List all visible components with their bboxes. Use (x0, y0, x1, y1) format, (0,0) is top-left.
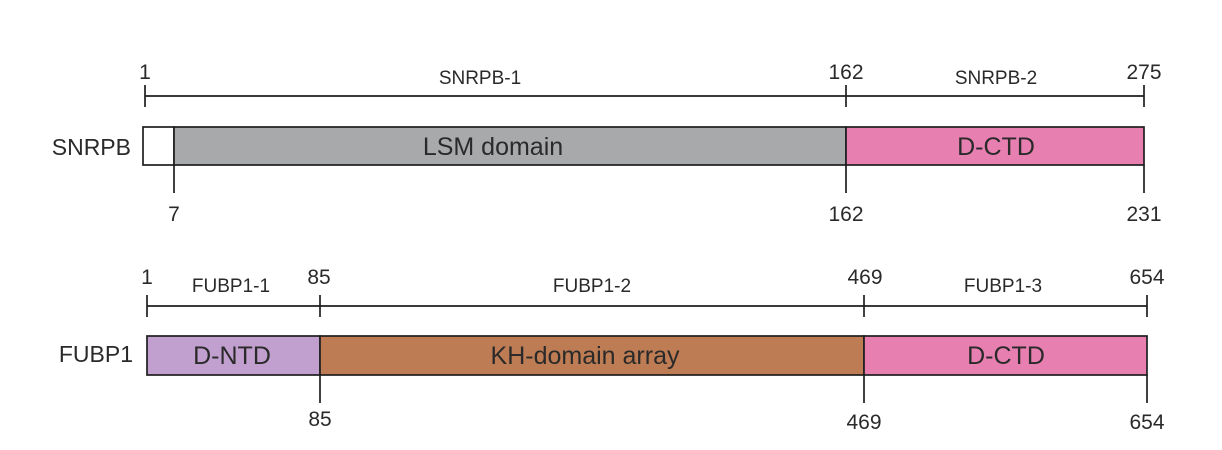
snrpb-row: 1 162 275 SNRPB-1 SNRPB-2 SNRPB LSM doma… (52, 61, 1162, 226)
snrpb-domain-d-ctd-label: D-CTD (957, 133, 1035, 161)
snrpb-segment-ruler (144, 85, 1145, 107)
snrpb-bottom-ticks (173, 165, 1145, 193)
fubp1-top-position-1: 1 (141, 266, 153, 289)
fubp1-top-position-654: 654 (1129, 266, 1164, 289)
snrpb-domain-lsm-label: LSM domain (423, 133, 563, 161)
fubp1-segment-2-label: FUBP1-2 (553, 276, 631, 297)
fubp1-domain-bar (146, 335, 1148, 376)
fubp1-segment-1-label: FUBP1-1 (192, 276, 270, 297)
fubp1-segment-ruler (146, 295, 1148, 317)
fubp1-bottom-position-654: 654 (1129, 411, 1164, 434)
fubp1-segment-3-label: FUBP1-3 (964, 276, 1042, 297)
fubp1-domain-d-ctd (863, 335, 1148, 376)
snrpb-bottom-position-231: 231 (1126, 203, 1161, 226)
snrpb-bottom-position-7: 7 (168, 203, 180, 226)
snrpb-domain-nterm (142, 126, 175, 166)
snrpb-top-position-275: 275 (1126, 61, 1161, 84)
fubp1-bottom-position-469: 469 (846, 411, 881, 434)
snrpb-domain-bar (142, 126, 1145, 166)
fubp1-bottom-ticks (319, 375, 1148, 403)
fubp1-domain-kh-array-label: KH-domain array (491, 342, 680, 370)
snrpb-domain-lsm (173, 126, 847, 166)
snrpb-top-position-1: 1 (139, 61, 151, 84)
fubp1-protein-name: FUBP1 (59, 341, 133, 367)
snrpb-segment-1-label: SNRPB-1 (439, 68, 521, 89)
fubp1-domain-d-ntd-label: D-NTD (193, 342, 271, 370)
fubp1-domain-d-ntd (146, 335, 321, 376)
snrpb-bottom-position-162: 162 (828, 203, 863, 226)
fubp1-top-position-469: 469 (847, 266, 882, 289)
fubp1-domain-kh-array (319, 335, 865, 376)
fubp1-domain-d-ctd-label: D-CTD (967, 342, 1045, 370)
fubp1-row: 1 85 469 654 FUBP1-1 FUBP1-2 FUBP1-3 FUB… (59, 266, 1165, 434)
fubp1-bottom-position-85: 85 (308, 408, 331, 431)
snrpb-protein-name: SNRPB (52, 134, 131, 160)
snrpb-top-position-162: 162 (828, 61, 863, 84)
snrpb-domain-d-ctd (845, 126, 1145, 166)
fubp1-top-position-85: 85 (307, 266, 330, 289)
snrpb-segment-2-label: SNRPB-2 (955, 68, 1037, 89)
